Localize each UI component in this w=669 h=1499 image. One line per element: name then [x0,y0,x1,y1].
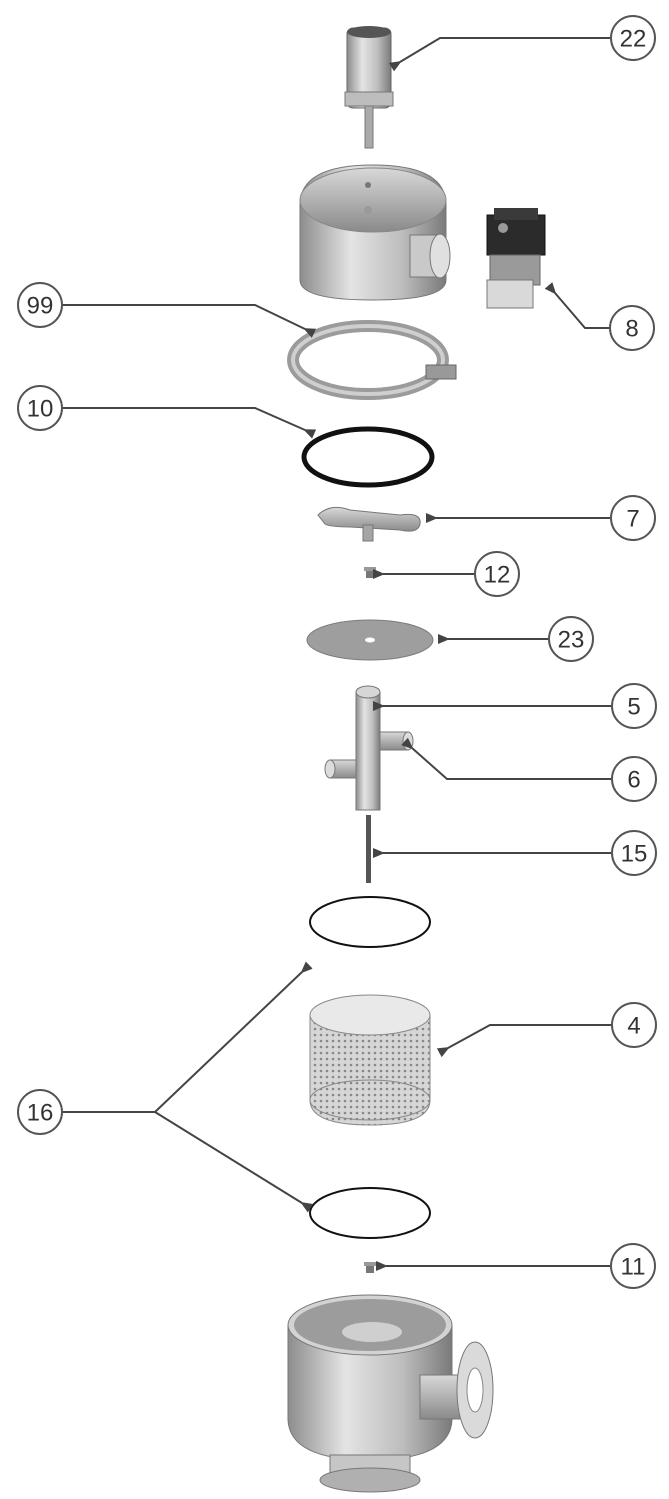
part-16-gasket-upper [309,896,431,948]
housing-body [287,1294,494,1493]
svg-text:8: 8 [625,316,638,343]
callout-10: 10 [17,385,63,431]
leader-10 [62,407,317,439]
svg-text:7: 7 [626,506,639,533]
leader-22 [388,37,611,72]
svg-text:12: 12 [484,562,511,589]
part-11-screw [364,1262,376,1273]
leader-lines [62,37,612,1271]
svg-text:5: 5 [627,694,640,721]
leader-6 [401,737,612,780]
svg-text:15: 15 [621,841,648,868]
svg-text:22: 22 [620,26,647,53]
part-16-gasket-lower [309,1187,431,1239]
callout-23: 23 [548,616,594,662]
callout-99: 99 [17,282,63,328]
callout-12: 12 [474,551,520,597]
leader-99 [62,304,317,338]
leader-16-upper [62,961,313,1113]
svg-text:10: 10 [27,396,54,423]
part-12-screw [364,567,376,578]
svg-text:6: 6 [627,767,640,794]
part-15-rod [366,815,371,883]
svg-text:99: 99 [27,293,54,320]
svg-text:23: 23 [558,627,585,654]
callout-6: 6 [611,756,657,802]
svg-text:16: 16 [27,1100,54,1127]
part-4-mesh-basket [309,994,431,1126]
svg-text:4: 4 [627,1013,640,1040]
leader-16-lower [154,1111,314,1213]
leader-4 [436,1024,612,1058]
callout-4: 4 [611,1002,657,1048]
callout-16: 16 [17,1089,63,1135]
housing-cover [299,164,451,301]
part-8-valve [486,208,546,309]
leader-8 [544,282,610,329]
svg-text:11: 11 [621,1254,646,1281]
part-5-6-tee-pipe [324,685,414,811]
callout-8: 8 [609,305,655,351]
part-7-spray-arm [317,506,421,542]
part-99-clamp [287,320,457,400]
callout-22: 22 [610,15,656,61]
callout-15: 15 [611,830,657,876]
part-23-disc [306,619,434,661]
part-10-o-ring [301,426,435,488]
callout-5: 5 [611,683,657,729]
callout-7: 7 [610,495,656,541]
part-22-sensor [344,26,394,149]
callout-11: 11 [610,1243,656,1289]
